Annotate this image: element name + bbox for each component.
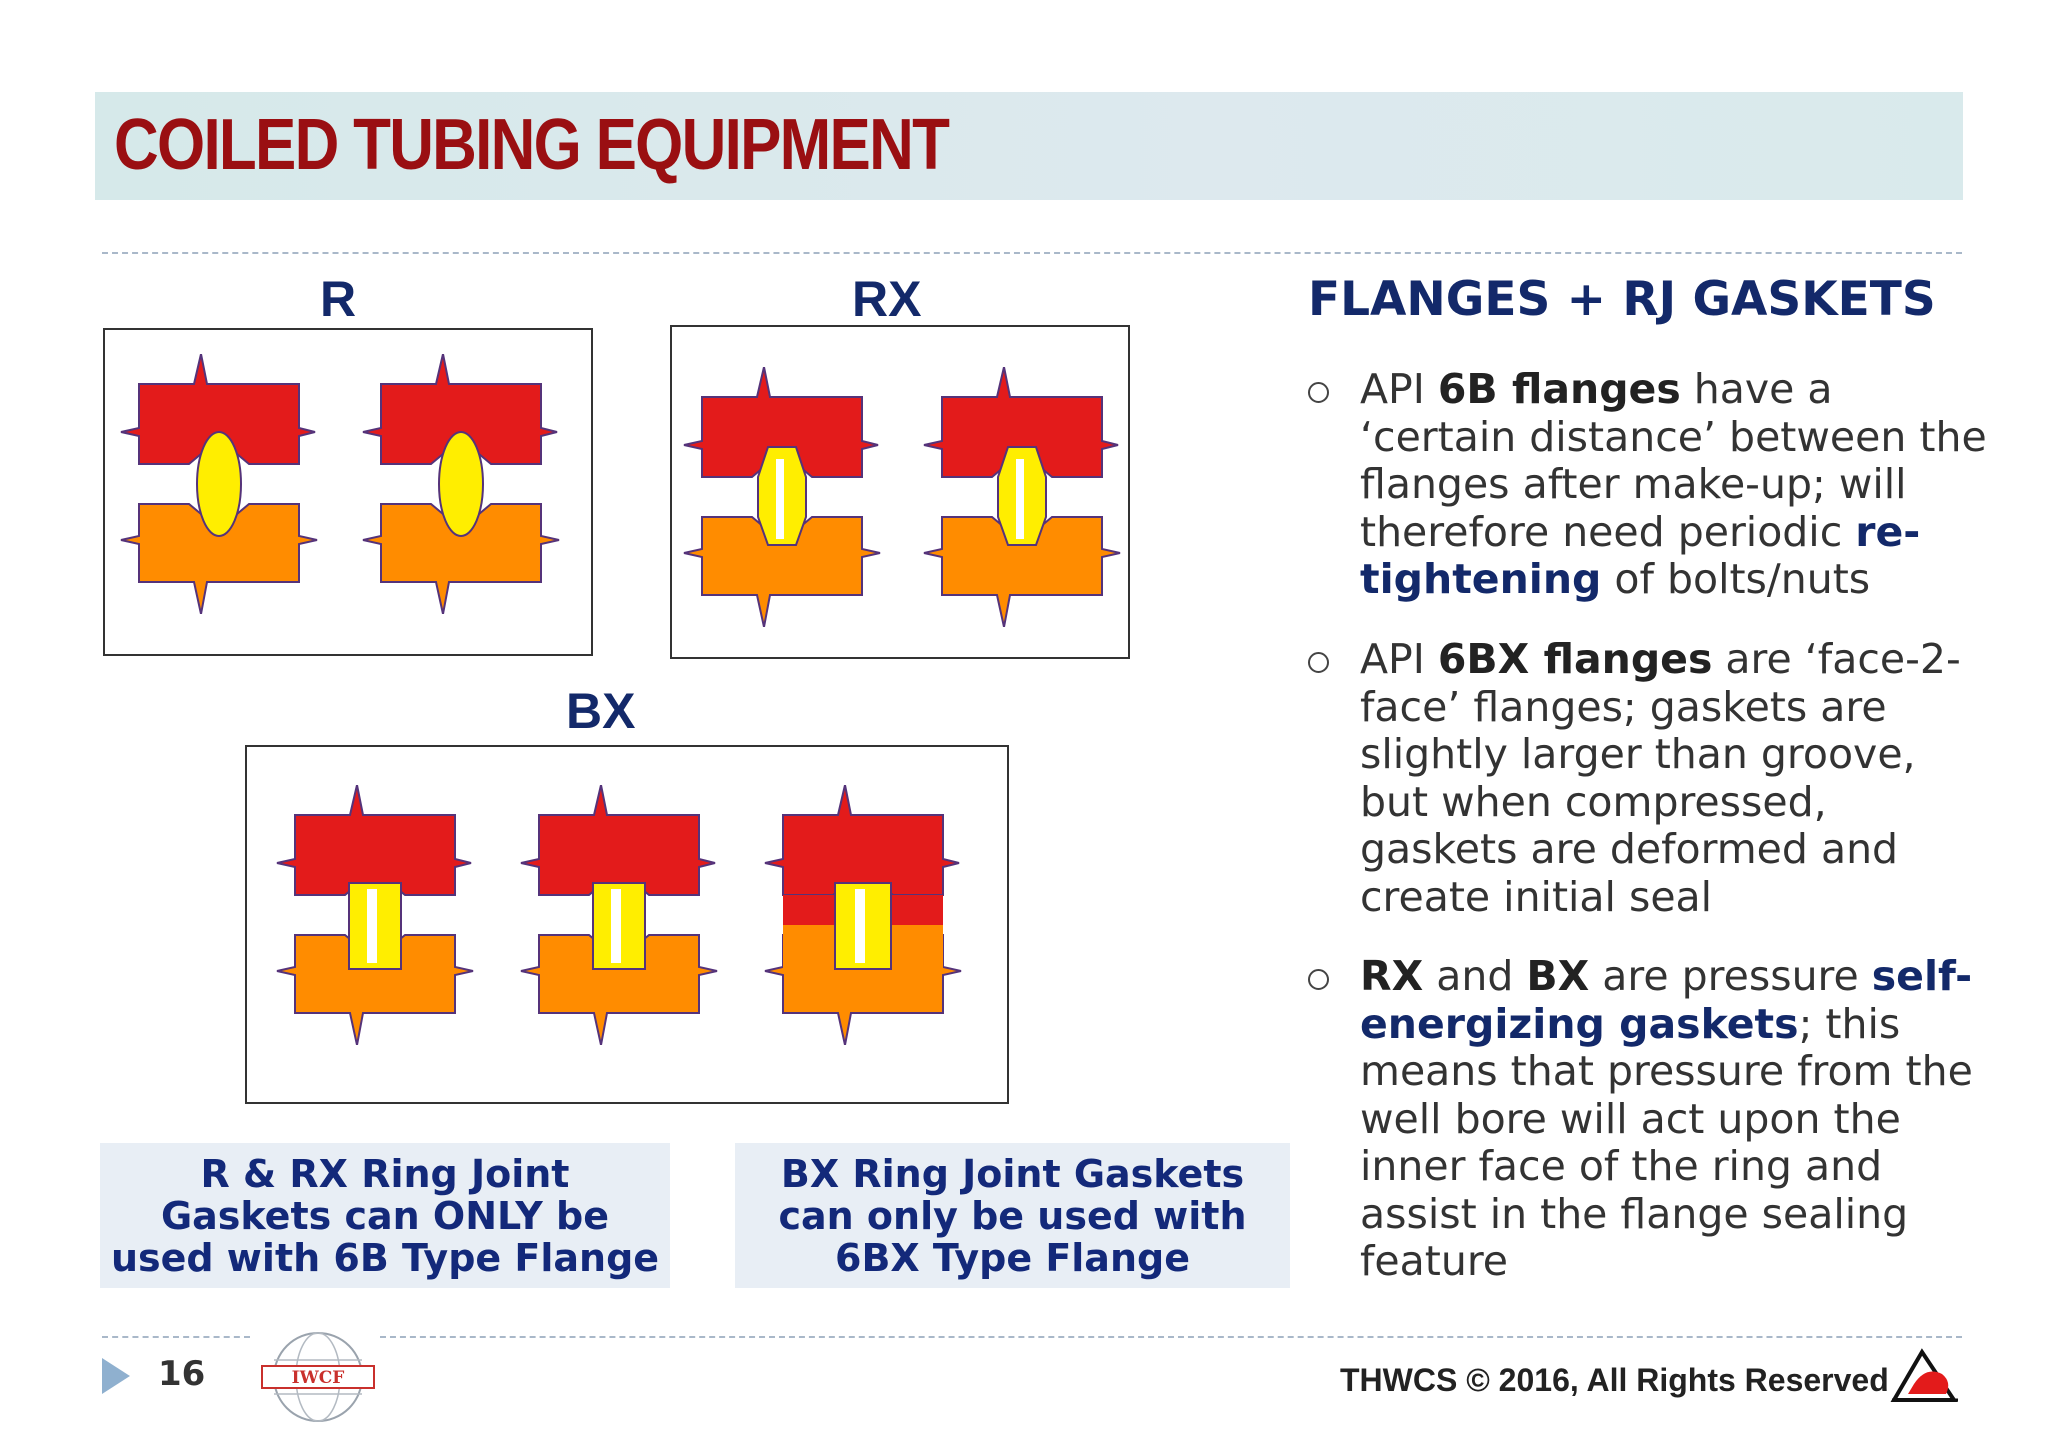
panel-heading: FLANGES + RJ GASKETS xyxy=(1308,272,1936,327)
r-label: R xyxy=(320,271,357,327)
bx-gasket-figure xyxy=(245,745,1009,1104)
bullet-circle-icon xyxy=(1308,382,1329,403)
rx-label: RX xyxy=(852,271,922,327)
top-divider xyxy=(102,252,1962,254)
bx-gasket-drawing xyxy=(276,785,962,1045)
rx-gasket-figure xyxy=(670,325,1130,659)
bx-compatibility-note: BX Ring Joint Gaskets can only be used w… xyxy=(735,1143,1290,1288)
r-gasket-drawing xyxy=(120,354,560,614)
title-band xyxy=(95,92,1963,200)
note-line: 6BX Type Flange xyxy=(835,1235,1190,1280)
page-arrow-icon xyxy=(102,1358,130,1394)
page-title: COILED TUBING EQUIPMENT xyxy=(114,105,950,185)
page-number: 16 xyxy=(158,1354,206,1394)
note-line: Gaskets can ONLY be xyxy=(160,1193,610,1238)
copyright-text: THWCS © 2016, All Rights Reserved xyxy=(1340,1362,1889,1398)
note-line: used with 6B Type Flange xyxy=(110,1235,660,1280)
iwcf-logo-text: IWCF xyxy=(292,1368,345,1388)
note-line: BX Ring Joint Gaskets xyxy=(780,1151,1245,1196)
note-line: R & RX Ring Joint xyxy=(200,1151,570,1196)
r-gasket-figure xyxy=(103,328,593,656)
iwcf-logo: IWCF xyxy=(261,1332,375,1422)
note-line: can only be used with xyxy=(778,1193,1247,1238)
thwcs-logo xyxy=(1890,1348,1958,1402)
bullet-6bx-flanges: API 6BX flanges are ‘face-2-face’ flange… xyxy=(1308,635,1988,921)
bullet-circle-icon xyxy=(1308,652,1329,673)
bullet-circle-icon xyxy=(1308,969,1329,990)
rx-gasket-drawing xyxy=(683,367,1121,627)
footer-divider-left xyxy=(102,1336,250,1338)
bx-label: BX xyxy=(566,683,636,739)
r-rx-compatibility-note: R & RX Ring Joint Gaskets can ONLY be us… xyxy=(100,1143,670,1288)
bullet-self-energizing: RX and BX are pressure self-energizing g… xyxy=(1308,952,1988,1286)
footer-divider-right xyxy=(380,1336,1962,1338)
bullet-6b-flanges: API 6B flanges have a ‘certain distance’… xyxy=(1308,365,1988,604)
